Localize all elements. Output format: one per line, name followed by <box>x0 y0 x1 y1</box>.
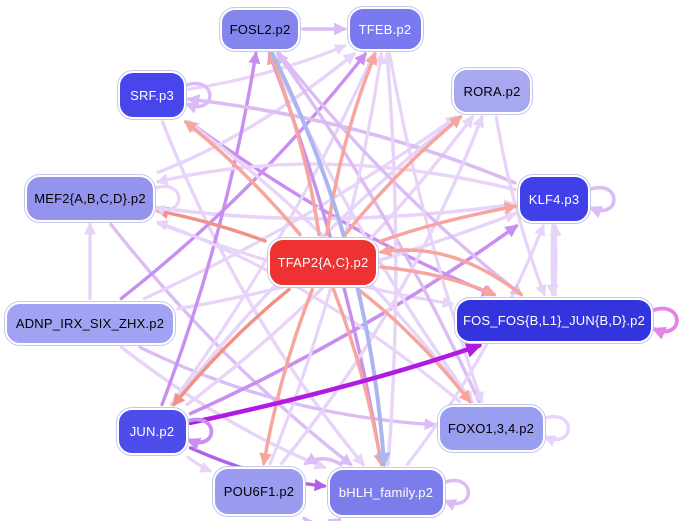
edge-adnp-bhlh <box>120 345 327 470</box>
node-foxo[interactable]: FOXO1,3,4.p2 <box>436 403 546 453</box>
edge-tfap2-foxo <box>356 287 472 404</box>
edge-klf4-fos <box>546 224 559 297</box>
edge-srf-bhlh <box>160 120 365 467</box>
node-label-mef2: MEF2{A,B,C,D}.p2 <box>34 190 146 206</box>
edge-jun-tfeb <box>169 52 376 407</box>
node-tfap2[interactable]: TFAP2{A,C}.p2 <box>267 236 379 288</box>
node-bhlh[interactable]: bHLH_family.p2 <box>326 466 446 518</box>
self-loop-klf4 <box>586 185 616 219</box>
node-label-tfeb: TFEB.p2 <box>358 21 412 37</box>
self-loop-fos <box>649 306 679 340</box>
self-loop-mef2 <box>151 185 181 216</box>
node-label-jun: JUN.p2 <box>129 423 175 439</box>
node-label-adnp: ADNP_IRX_SIX_ZHX.p2 <box>15 315 165 331</box>
edge-tfap2-tfeb <box>325 51 378 237</box>
node-jun[interactable]: JUN.p2 <box>115 406 189 456</box>
node-label-rora: RORA.p2 <box>463 83 521 99</box>
edge-klf4-srf <box>186 94 517 185</box>
edge-tfap2-bhlh <box>331 287 386 467</box>
self-loop-bhlh <box>440 479 471 511</box>
edge-tfap2-jun <box>172 287 291 407</box>
edge-jun-fos <box>188 342 483 426</box>
edge-adnp-tfeb <box>119 52 367 301</box>
edge-srf-tfeb <box>187 44 347 91</box>
edge-pou6f1-rora <box>279 114 485 466</box>
edge-jun-pou6f1 <box>186 455 212 473</box>
node-label-fosl2: FOSL2.p2 <box>229 21 291 37</box>
edge-fos-tfap2 <box>378 244 523 297</box>
edge-bhlh-klf4 <box>405 223 546 467</box>
edge-klf4-mef2 <box>155 162 517 192</box>
edge-foxo-fosl2 <box>275 51 481 404</box>
node-tfeb[interactable]: TFEB.p2 <box>346 6 424 52</box>
node-label-tfap2: TFAP2{A,C}.p2 <box>277 254 369 270</box>
node-klf4[interactable]: KLF4.p3 <box>517 174 591 224</box>
node-fosl2[interactable]: FOSL2.p2 <box>219 6 301 52</box>
edge-bhlh-pou6f1 <box>303 452 343 467</box>
node-label-bhlh: bHLH_family.p2 <box>338 484 434 500</box>
node-label-foxo: FOXO1,3,4.p2 <box>447 420 535 436</box>
node-pou6f1[interactable]: POU6F1.p2 <box>212 465 306 517</box>
edge-tfap2-klf4 <box>379 202 518 243</box>
self-loop-jun <box>183 417 214 451</box>
edge-fosl2-fos <box>277 51 524 297</box>
edge-tfap2-mef2 <box>155 206 267 243</box>
edge-tfap2-pou6f1 <box>259 287 315 466</box>
self-loop-foxo <box>540 415 570 447</box>
node-srf[interactable]: SRF.p3 <box>117 70 187 120</box>
edge-mef2-bhlh <box>109 222 353 467</box>
edge-tfap2-rora <box>343 115 463 237</box>
edge-tfap2-srf <box>183 120 302 237</box>
edge-tfap2-fosl2 <box>267 51 321 237</box>
node-mef2[interactable]: MEF2{A,B,C,D}.p2 <box>24 173 156 223</box>
node-label-pou6f1: POU6F1.p2 <box>223 483 295 499</box>
node-rora[interactable]: RORA.p2 <box>451 67 533 115</box>
node-label-srf: SRF.p3 <box>130 87 174 103</box>
edge-tfap2-fos <box>379 265 497 297</box>
edge-fos-klf4 <box>549 223 562 297</box>
node-label-fos: FOS_FOS{B,L1}_JUN{B,D}.p2 <box>462 312 646 328</box>
edge-jun-klf4 <box>188 224 519 416</box>
edge-jun-fosl2 <box>160 51 261 407</box>
edge-mef2-tfeb <box>156 52 356 174</box>
node-fos[interactable]: FOS_FOS{B,L1}_JUN{B,D}.p2 <box>454 296 654 344</box>
self-loop-srf <box>182 82 212 114</box>
node-label-klf4: KLF4.p3 <box>528 191 580 207</box>
node-adnp[interactable]: ADNP_IRX_SIX_ZHX.p2 <box>4 300 176 346</box>
edge-bhlh-tfeb <box>381 51 398 467</box>
